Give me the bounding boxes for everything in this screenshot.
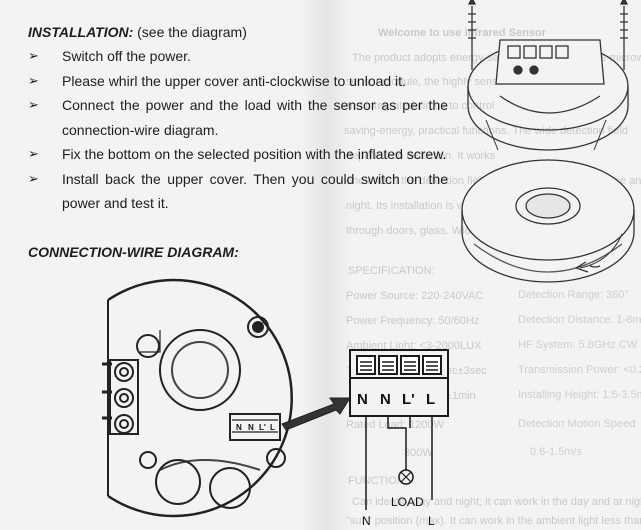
bleed-line: Power Frequency: 50/60Hz <box>346 315 480 327</box>
bleed-line: SPECIFICATION: <box>348 265 435 277</box>
bleed-line-right: Detection Distance: 1-8m (radius) <box>518 314 641 326</box>
connection-heading: CONNECTION-WIRE DIAGRAM: <box>28 244 239 260</box>
terminal-label: N <box>380 391 391 408</box>
installation-note: (see the diagram) <box>133 24 247 40</box>
small-terminal-label: L' <box>259 423 266 432</box>
bleed-line: Can identify day and night; it can work … <box>352 496 641 508</box>
terminal-label: L' <box>402 391 415 408</box>
installation-heading: INSTALLATION: (see the diagram) <box>28 24 247 40</box>
bleed-line-right: Detection Motion Speed <box>518 418 636 430</box>
bleed-line-right: HF System: 5.8GHz CW radar <box>518 339 641 351</box>
step-text: Install back the upper cover. Then you c… <box>62 170 448 212</box>
bleed-line-right: Transmission Power: <0.2mW <box>518 364 641 376</box>
bleed-line: saving-energy, practical functions. The … <box>344 125 628 137</box>
bleed-line: FUNCTION: <box>348 475 408 487</box>
small-terminal-label: N <box>236 423 242 432</box>
arrow-bullet-icon: ➢ <box>28 97 39 112</box>
arrow-bullet-icon: ➢ <box>28 48 39 63</box>
bleed-line-right: Detection Range: 360° <box>518 289 629 301</box>
step-text: Switch off the power. <box>62 48 191 64</box>
bleed-line: Power Source: 220-240VAC <box>346 290 484 302</box>
bleed-line: Rated Load: 1200W <box>346 419 444 431</box>
installation-title: INSTALLATION: <box>28 24 134 40</box>
terminal-label: N <box>357 391 368 408</box>
load-label: LOAD <box>391 495 424 509</box>
step-text: Fix the bottom on the selected position … <box>62 146 447 162</box>
bleed-line: 300W <box>404 447 433 459</box>
list-item: ➢ Please whirl the upper cover anti-cloc… <box>28 69 448 94</box>
pointer-arrow-icon <box>281 397 351 431</box>
list-item: ➢ Install back the upper cover. Then you… <box>28 167 448 216</box>
small-terminal-label: N <box>248 423 254 432</box>
bleed-line: night. Its installation is very <box>346 200 478 212</box>
arrow-bullet-icon: ➢ <box>28 146 39 161</box>
terminal-label: L <box>426 391 435 408</box>
bleed-line-right: 0.6-1.5m/s <box>530 446 582 458</box>
wire-l-label: L <box>428 514 435 528</box>
wire-n-label: N <box>362 514 371 528</box>
bleed-line: Welcome to use Infrared Sensor <box>378 27 546 39</box>
bleed-line: "sun" position (max). It can work in the… <box>346 515 641 527</box>
list-item: ➢ Switch off the power. <box>28 44 448 69</box>
list-item: ➢ Connect the power and the load with th… <box>28 93 448 142</box>
bleed-line-right: Installing Height: 1.5-3.5m <box>518 389 641 401</box>
bleed-line: and integrated circuit to control <box>344 100 495 112</box>
installation-steps: ➢ Switch off the power. ➢ Please whirl t… <box>28 44 448 216</box>
bleed-line: depends on detection. It works <box>346 150 496 162</box>
arrow-bullet-icon: ➢ <box>28 170 39 186</box>
arrow-bullet-icon: ➢ <box>28 72 39 88</box>
step-text: Please whirl the upper cover anti-clockw… <box>62 72 406 89</box>
list-item: ➢ Fix the bottom on the selected positio… <box>28 142 448 167</box>
small-terminal-label: L <box>270 423 275 432</box>
step-text: Connect the power and the load with the … <box>62 97 448 138</box>
